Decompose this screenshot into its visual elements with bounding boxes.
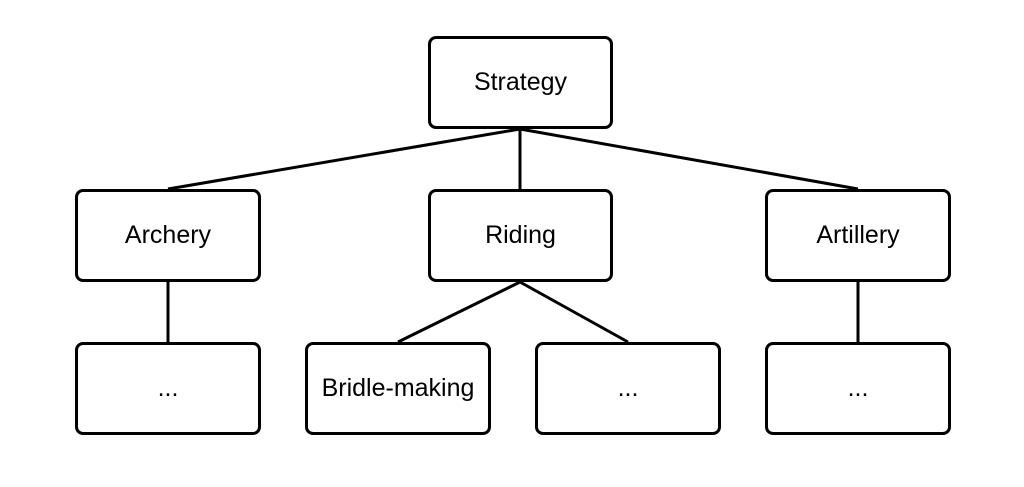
node-artillery: Artillery (765, 189, 951, 282)
node-bridle-making: Bridle-making (305, 342, 491, 435)
node-bridle-making-label: Bridle-making (321, 374, 475, 402)
node-artillery-child: ... (765, 342, 951, 435)
edge-riding-bridle-making (397, 280, 521, 344)
node-archery-child-label: ... (157, 374, 179, 402)
node-archery-child: ... (75, 342, 261, 435)
node-riding: Riding (428, 189, 613, 282)
node-artillery-child-label: ... (847, 374, 869, 402)
node-archery: Archery (75, 189, 261, 282)
node-riding-child-label: ... (617, 374, 639, 402)
node-artillery-label: Artillery (816, 221, 900, 249)
edge-riding-child (519, 280, 629, 344)
node-strategy: Strategy (428, 36, 613, 129)
node-riding-label: Riding (485, 221, 556, 249)
node-riding-child: ... (535, 342, 721, 435)
edge-strategy-artillery (519, 127, 859, 191)
node-strategy-label: Strategy (473, 68, 568, 96)
node-archery-label: Archery (124, 221, 212, 249)
edge-strategy-archery (167, 127, 521, 191)
